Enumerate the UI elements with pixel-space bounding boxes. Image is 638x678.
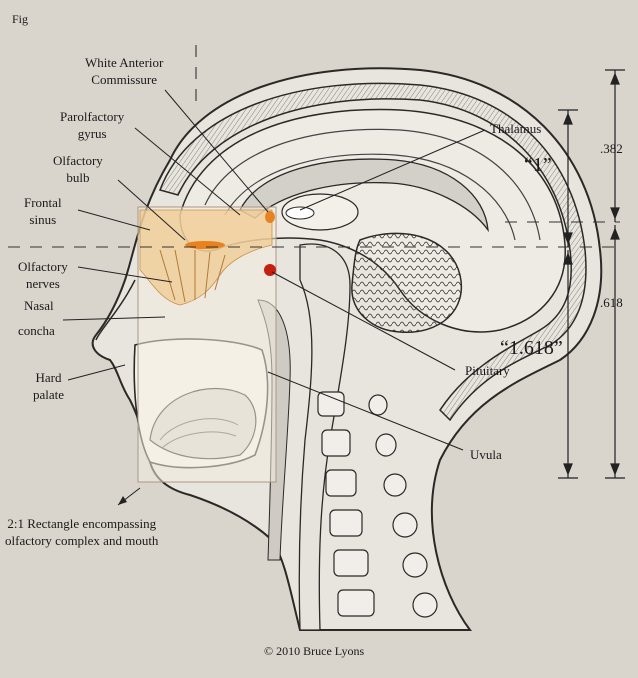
label-thalamus: Thalamus <box>490 120 541 137</box>
caption-line: olfactory complex and mouth <box>5 532 158 549</box>
ratio-one-label: “1” <box>524 157 552 174</box>
label-parolfactory-gyrus: Parolfactory gyrus <box>60 108 124 142</box>
olfactory-bulb-marker <box>185 241 225 249</box>
ratio-small-label: .382 <box>600 140 623 157</box>
label-hard-palate: Hard palate <box>33 369 64 403</box>
caption-line: 2:1 Rectangle encompassing <box>5 515 158 532</box>
pituitary-marker <box>264 264 276 276</box>
figure-label: Fig <box>12 11 28 28</box>
label-line: gyrus <box>60 125 124 142</box>
label-line: palate <box>33 386 64 403</box>
label-frontal-sinus: Frontal sinus <box>24 194 62 228</box>
label-line: Frontal <box>24 194 62 211</box>
label-olfactory-bulb: Olfactory bulb <box>53 152 103 186</box>
parolfactory-marker <box>265 211 275 223</box>
ratio-large-label: .618 <box>600 294 623 311</box>
label-line: Olfactory <box>18 258 68 275</box>
label-line: Olfactory <box>53 152 103 169</box>
rectangle-caption: 2:1 Rectangle encompassing olfactory com… <box>5 515 158 549</box>
label-line: White Anterior <box>85 54 163 71</box>
label-line: Hard <box>33 369 64 386</box>
copyright-notice: © 2010 Bruce Lyons <box>264 643 364 660</box>
label-line: sinus <box>24 211 62 228</box>
label-uvula: Uvula <box>470 446 502 463</box>
label-line: Commissure <box>85 71 163 88</box>
label-white-anterior-commissure: White Anterior Commissure <box>85 54 163 88</box>
label-concha: concha <box>18 322 55 339</box>
label-pituitary: Pituitary <box>465 362 510 379</box>
ratio-golden-label: “1.618” <box>500 340 563 357</box>
label-line: Parolfactory <box>60 108 124 125</box>
label-olfactory-nerves: Olfactory nerves <box>18 258 68 292</box>
label-line: bulb <box>53 169 103 186</box>
label-line: nerves <box>18 275 68 292</box>
label-nasal: Nasal <box>24 297 54 314</box>
